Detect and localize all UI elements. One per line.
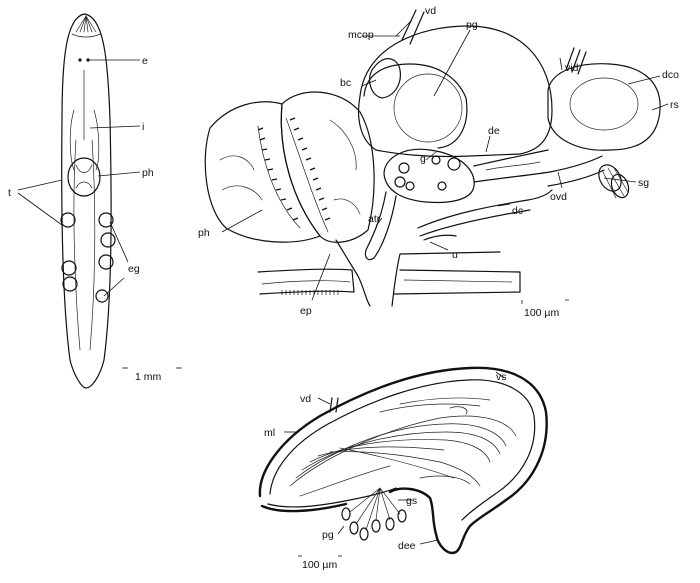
anterior-fan [71,15,101,38]
lumen-striae [289,397,517,497]
testes-and-eggs [60,212,116,303]
common-duct [417,189,553,237]
panel-b-copulatory-apparatus: vd mcop pg bc vid dco rs g de sg ovd dc … [198,5,679,319]
bursa-lumen [569,77,639,131]
eye-left [78,58,82,62]
oviduct [547,155,605,187]
label-ph: ph [142,167,154,179]
pharynx-right-lobe [280,91,375,243]
panel-a-whole-body: e i ph t eg 1 mm [8,13,182,389]
label-rs: rs [670,99,679,111]
outer-muscle-wall [258,366,548,555]
label-bc: bc [340,77,351,89]
papillae [257,117,331,221]
label-vid: vid [565,62,579,74]
label-atr: atr [368,213,381,225]
scale-bar-b [521,299,569,304]
label-pg: pg [466,19,478,31]
scale-c-label: 100 µm [302,559,337,571]
label-e: e [142,55,148,67]
label-vs: vs [496,371,507,383]
label-dee: dee [398,540,416,552]
label-sg: sg [638,177,649,189]
prostate-gland [393,73,463,143]
label-g: g [420,153,426,165]
scale-b-label: 100 µm [524,307,559,319]
label-vd-c: vd [300,393,311,405]
pharynx-left-lobe [204,101,321,243]
penis-bulb [357,25,553,158]
pharynx [67,157,101,197]
label-u: u [452,249,458,261]
copulatory-bursa [547,63,661,151]
prostatic-gland-cells [341,487,407,541]
label-dc: dc [512,205,523,217]
label-ep: ep [300,305,312,317]
label-vd: vd [425,5,436,17]
atrium-tube [364,191,397,261]
intestine [73,69,96,351]
shell-glands [598,164,630,199]
ejaculatory-duct [473,149,551,183]
label-i: i [142,121,144,133]
label-gs: gs [406,495,417,507]
label-ml: ml [264,427,275,439]
body-outline [61,13,112,389]
label-mcop: mcop [348,29,374,41]
label-de: de [488,125,500,137]
label-t: t [8,187,11,199]
label-ovd: ovd [550,191,567,203]
label-pg-c: pg [322,529,334,541]
scale-a-label: 1 mm [135,371,162,383]
label-ph-b: ph [198,227,210,239]
bursa-canal [369,58,401,99]
panel-c-penis-section: vs vd ml gs pg dee 100 µm [258,366,548,571]
label-eg: eg [128,263,140,275]
genital-atrium [383,148,475,204]
label-dco: dco [662,69,679,81]
